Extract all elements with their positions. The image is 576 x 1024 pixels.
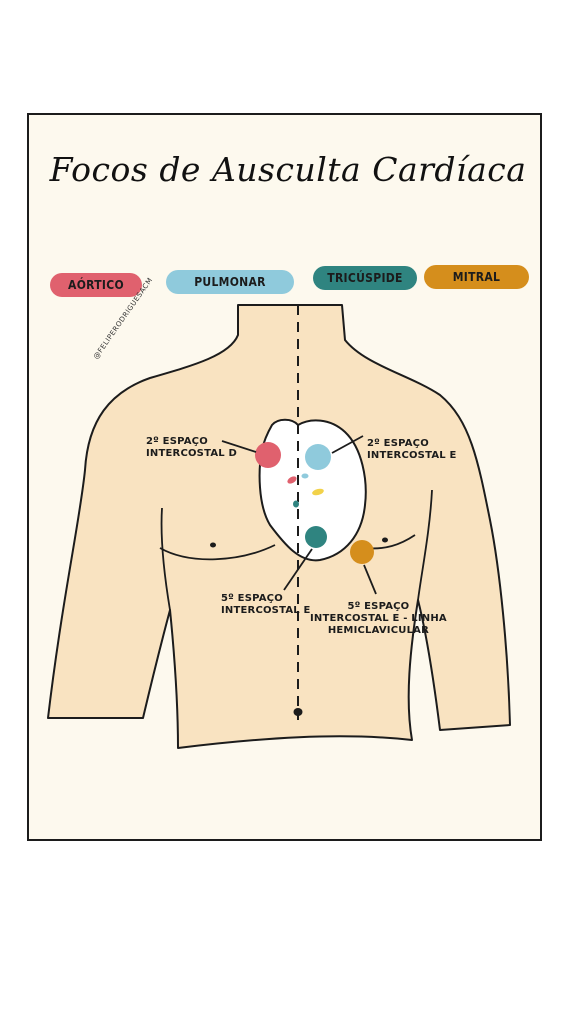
valve-mark (312, 488, 324, 496)
tricuspid-focus (305, 526, 327, 548)
legend-pulmonary: PULMONAR (166, 270, 294, 294)
pulmonary-label-line: 2º ESPAÇO (367, 438, 429, 449)
legend-pulmonary-label: PULMONAR (194, 275, 266, 289)
right-nipple (382, 537, 388, 543)
aortic-label-line: INTERCOSTAL D (146, 448, 238, 459)
pulmonary-label: 2º ESPAÇO INTERCOSTAL E (367, 438, 457, 462)
tricuspid-label-line: 5º ESPAÇO (221, 593, 283, 604)
right-arm-line (417, 489, 433, 601)
legend-mitral-label: MITRAL (452, 270, 501, 284)
mitral-label-line: INTERCOSTAL E - LINHA (310, 613, 447, 624)
pulmonary-leader (331, 435, 364, 454)
mitral-leader (363, 564, 377, 595)
aortic-label-line: 2º ESPAÇO (146, 436, 208, 447)
page-title: Focos de Ausculta Cardíaca (49, 150, 527, 189)
legend-tricuspid: TRICÚSPIDE (313, 266, 417, 290)
aortic-label: 2º ESPAÇO INTERCOSTAL D (146, 436, 237, 460)
legend-aortic-label: AÓRTICO (68, 278, 124, 292)
tricuspid-leader (283, 548, 313, 591)
left-nipple (210, 542, 216, 548)
navel (293, 708, 303, 716)
mitral-label: 5º ESPAÇO INTERCOSTAL E - LINHA HEMICLAV… (310, 601, 447, 637)
tricuspid-label-line: INTERCOSTAL E (221, 605, 311, 616)
aortic-leader (221, 440, 257, 453)
valve-mark (293, 500, 299, 508)
tricuspid-label: 5º ESPAÇO INTERCOSTAL E (221, 593, 311, 617)
mitral-focus (350, 540, 374, 564)
aortic-focus (255, 442, 281, 468)
pulmonary-focus (305, 444, 331, 470)
mitral-label-line: 5º ESPAÇO (347, 601, 410, 612)
legend-mitral: MITRAL (424, 265, 529, 289)
valve-mark (301, 473, 309, 479)
legend-tricuspid-label: TRICÚSPIDE (327, 271, 403, 285)
legend-aortic: AÓRTICO (50, 273, 142, 297)
mitral-label-line: HEMICLAVICULAR (327, 625, 430, 636)
valve-mark (287, 476, 297, 484)
left-arm-line (160, 507, 171, 611)
left-pec-line (159, 544, 276, 561)
pulmonary-label-line: INTERCOSTAL E (367, 450, 457, 461)
